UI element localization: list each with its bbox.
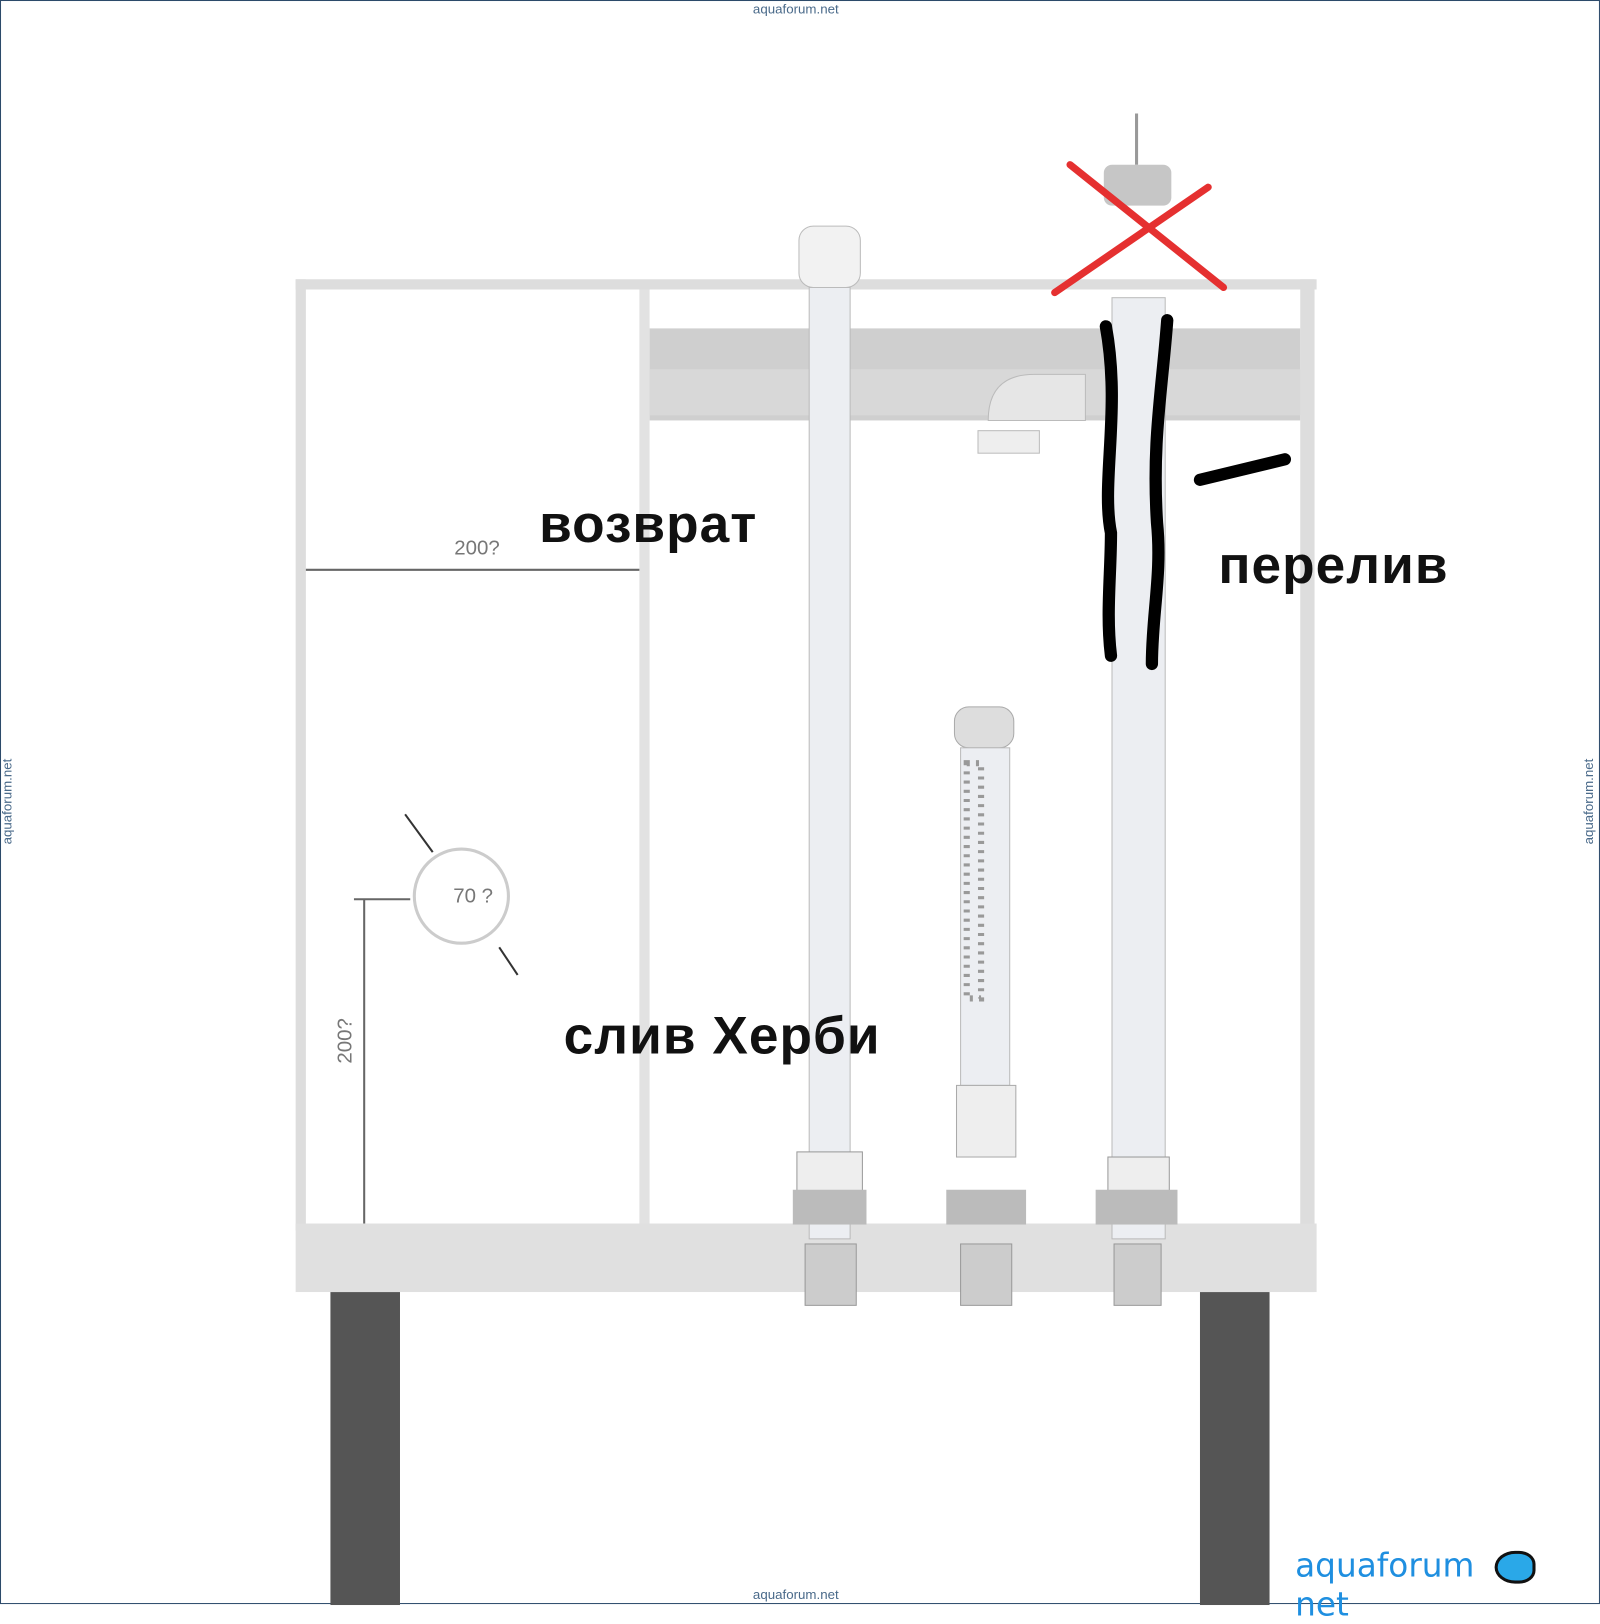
tank-right-wall: [1300, 279, 1315, 1293]
right-leg: [1199, 1292, 1270, 1606]
red-cross: [1051, 161, 1228, 297]
return-nozzle: [798, 225, 861, 288]
fish-icon: [1495, 1550, 1536, 1584]
partition: [639, 289, 650, 1226]
watermark-top: aquaforum.net: [752, 1, 839, 17]
diameter-label: 70 ?: [453, 884, 494, 908]
drain-pipe: [960, 747, 1011, 1086]
watermark-bottom: aquaforum.net: [752, 1586, 839, 1603]
width-dimension: 200?: [454, 537, 500, 560]
overflow-label: перелив: [1218, 536, 1449, 596]
diameter-circle: [412, 847, 510, 945]
aquaforum-logo: aquaforum net: [1295, 1546, 1599, 1624]
scribble-marks: [1099, 314, 1292, 671]
drain-cap: [953, 706, 1015, 749]
overflow-cap: [1103, 164, 1172, 206]
left-leg: [330, 1292, 400, 1606]
return-pipe: [808, 286, 851, 1240]
tank-left-wall: [295, 279, 306, 1231]
height-dimension: 200?: [334, 1018, 357, 1064]
return-label: возврат: [539, 495, 758, 555]
drain-label: слив Херби: [563, 1006, 881, 1066]
